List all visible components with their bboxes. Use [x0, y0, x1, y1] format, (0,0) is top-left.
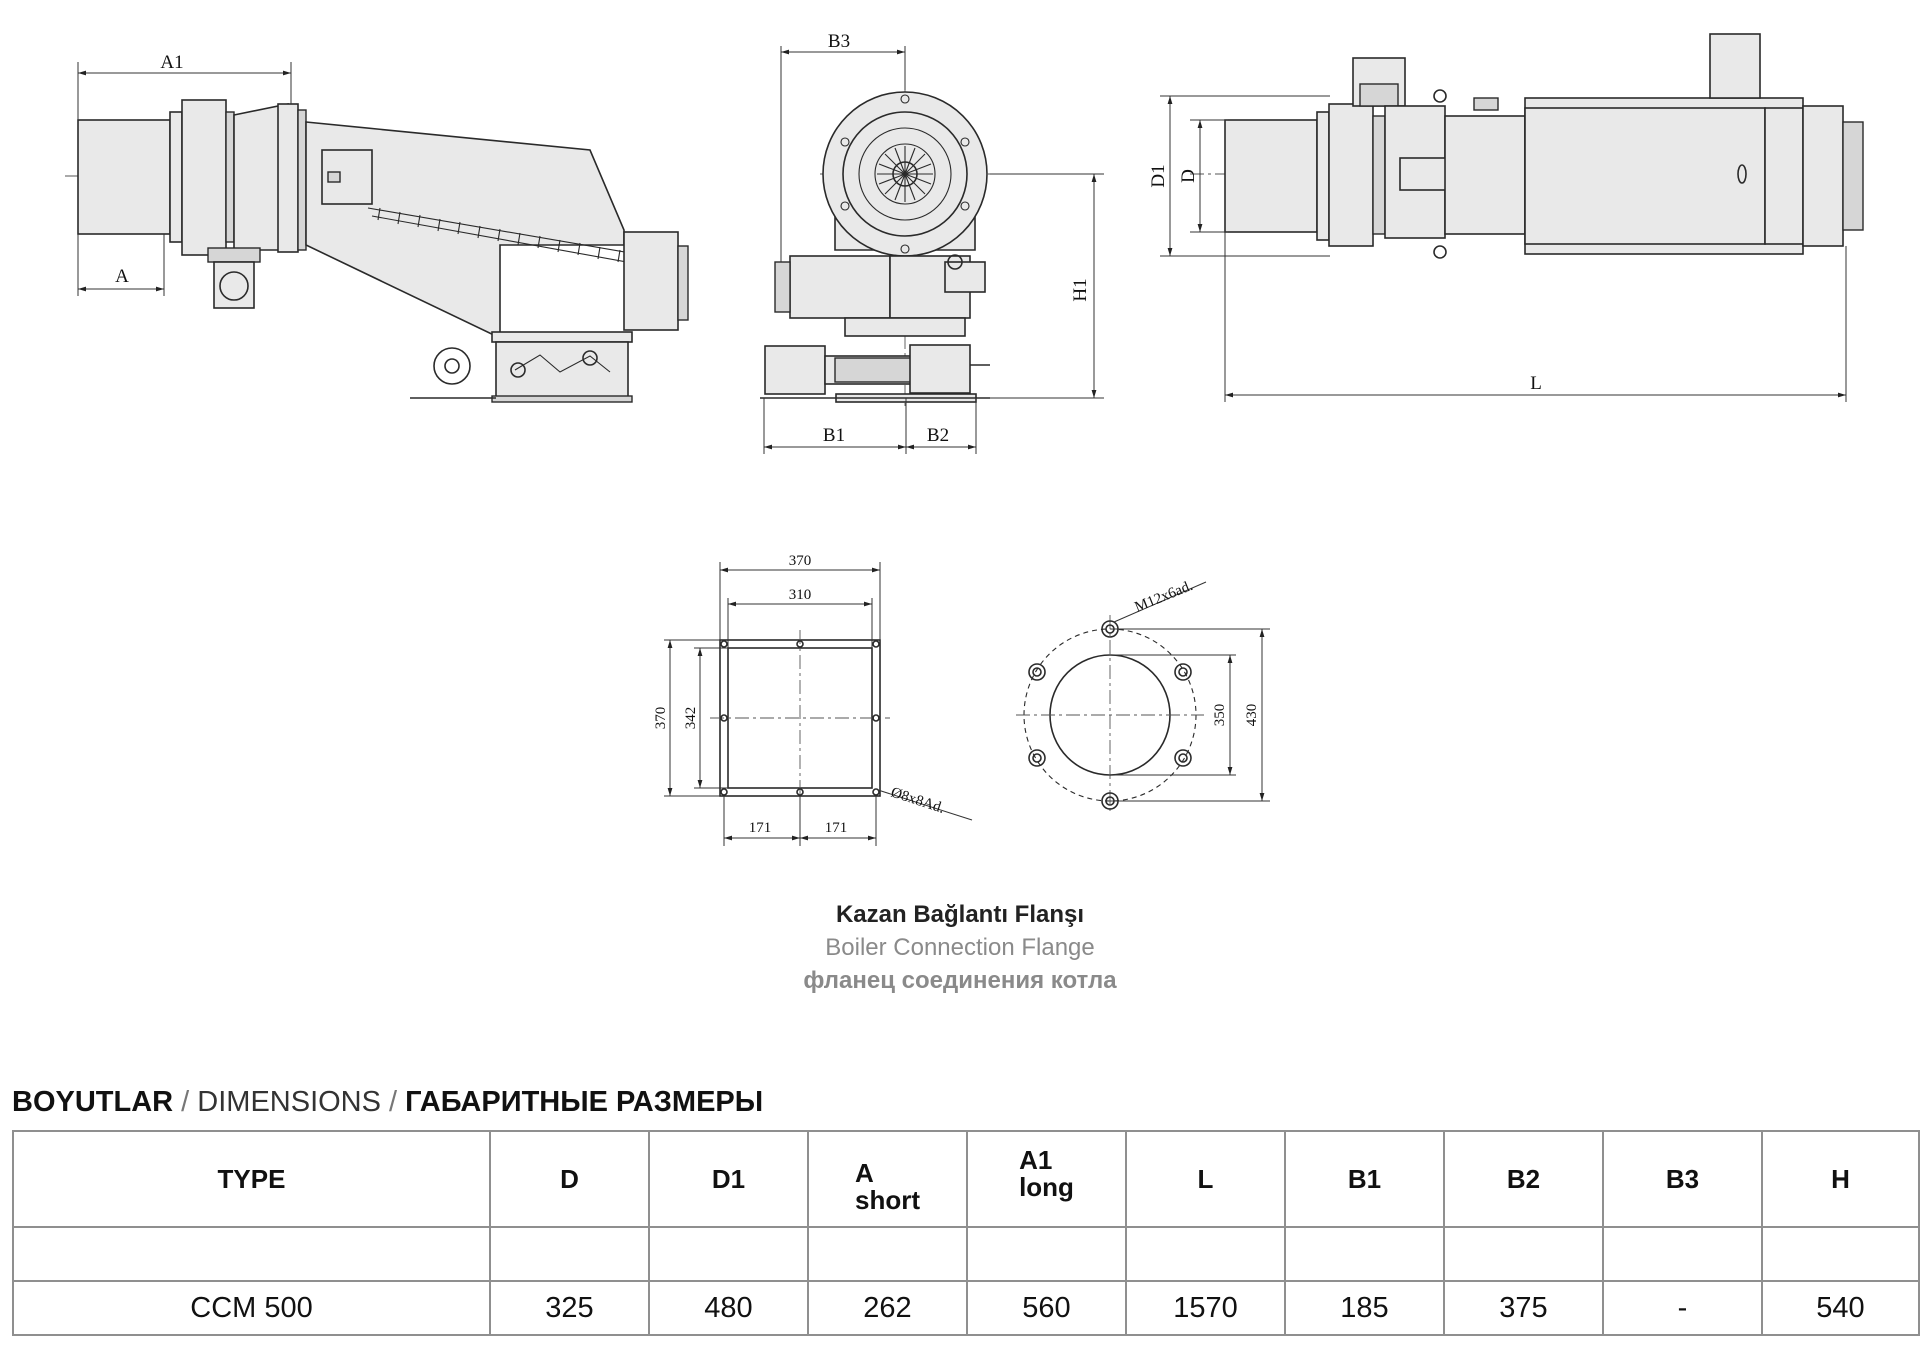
- dim-outer-diameter: 430: [1244, 704, 1260, 727]
- dim-outer-width: 370: [789, 553, 812, 569]
- top-view-dimensions: D1 D L: [1148, 95, 1847, 402]
- header-a-label: A: [855, 1158, 874, 1188]
- square-flange-drawing: [710, 630, 890, 806]
- header-a1-label: A1: [1019, 1145, 1053, 1175]
- cell-l: 1570: [1125, 1280, 1286, 1336]
- dim-inner-height: 342: [683, 707, 699, 730]
- side-view-drawing: [65, 99, 689, 403]
- table-header-row: TYPE D D1 A short A1 long L B1 B2 B3 H: [12, 1130, 1920, 1228]
- table-title-separator: /: [173, 1086, 198, 1118]
- dim-outer-height: 370: [653, 707, 669, 730]
- header-b2: B2: [1443, 1130, 1604, 1228]
- cell-b3: -: [1602, 1280, 1763, 1336]
- dim-label-b2: B2: [927, 425, 949, 446]
- dim-spacing-right: 171: [825, 820, 848, 836]
- caption-english: Boiler Connection Flange: [825, 934, 1095, 961]
- header-b1: B1: [1284, 1130, 1445, 1228]
- dim-label-d: D: [1178, 169, 1199, 183]
- table-title-separator: /: [380, 1086, 406, 1118]
- header-a1-sublabel: long: [1019, 1172, 1074, 1202]
- cell-d1: 480: [648, 1280, 809, 1336]
- round-flange-drawing: [1016, 615, 1204, 815]
- square-flange-dimensions: 370 310 370 342 171 171 Ø8x8Ad.: [653, 553, 973, 846]
- cell-b1: 185: [1284, 1280, 1445, 1336]
- dim-label-h1: H1: [1070, 278, 1091, 301]
- holes-note: Ø8x8Ad.: [889, 785, 947, 817]
- flange-caption: Kazan Bağlantı Flanşı Boiler Connection …: [0, 898, 1920, 997]
- top-view-drawing: [1190, 33, 1864, 259]
- dim-label-a1: A1: [160, 52, 183, 73]
- table-title-english: DIMENSIONS: [197, 1086, 381, 1118]
- dim-label-l: L: [1530, 373, 1542, 394]
- bolt-note: M12x6ad.: [1133, 578, 1196, 616]
- round-flange-dimensions: M12x6ad. 350 430: [1110, 578, 1270, 802]
- cell-type: CCM 500: [12, 1280, 491, 1336]
- header-a: A short: [807, 1130, 968, 1228]
- cell-a1: 560: [966, 1280, 1127, 1336]
- header-b3: B3: [1602, 1130, 1763, 1228]
- dimensions-table: TYPE D D1 A short A1 long L B1 B2 B3 H C…: [12, 1130, 1920, 1336]
- header-l: L: [1125, 1130, 1286, 1228]
- caption-russian: фланец соединения котла: [803, 967, 1117, 994]
- header-d1: D1: [648, 1130, 809, 1228]
- dim-label-b3: B3: [828, 31, 850, 52]
- header-a1: A1 long: [966, 1130, 1127, 1228]
- table-title-turkish: BOYUTLAR: [12, 1086, 174, 1118]
- table-empty-row: [12, 1226, 1920, 1282]
- dim-spacing-left: 171: [749, 820, 772, 836]
- dim-label-a: A: [115, 266, 129, 287]
- dim-label-b1: B1: [823, 425, 845, 446]
- front-view-dimensions: B3 B1 B2 H1: [763, 31, 1104, 454]
- header-d: D: [489, 1130, 650, 1228]
- header-h: H: [1761, 1130, 1920, 1228]
- cell-b2: 375: [1443, 1280, 1604, 1336]
- cell-a: 262: [807, 1280, 968, 1336]
- side-view-dimensions: A1 A: [77, 52, 292, 296]
- front-view-drawing: [760, 85, 1020, 410]
- dimensions-table-title: BOYUTLAR / DIMENSIONS / ГАБАРИТНЫЕ РАЗМЕ…: [12, 1086, 763, 1119]
- caption-turkish: Kazan Bağlantı Flanşı: [835, 901, 1085, 928]
- header-a-sublabel: short: [855, 1185, 920, 1215]
- header-type: TYPE: [12, 1130, 491, 1228]
- dim-label-d1: D1: [1148, 164, 1169, 187]
- dim-inner-diameter: 350: [1212, 704, 1228, 727]
- cell-d: 325: [489, 1280, 650, 1336]
- dim-inner-width: 310: [789, 587, 812, 603]
- cell-h: 540: [1761, 1280, 1920, 1336]
- table-row: CCM 500 325 480 262 560 1570 185 375 - 5…: [12, 1280, 1920, 1336]
- table-title-russian: ГАБАРИТНЫЕ РАЗМЕРЫ: [405, 1086, 764, 1118]
